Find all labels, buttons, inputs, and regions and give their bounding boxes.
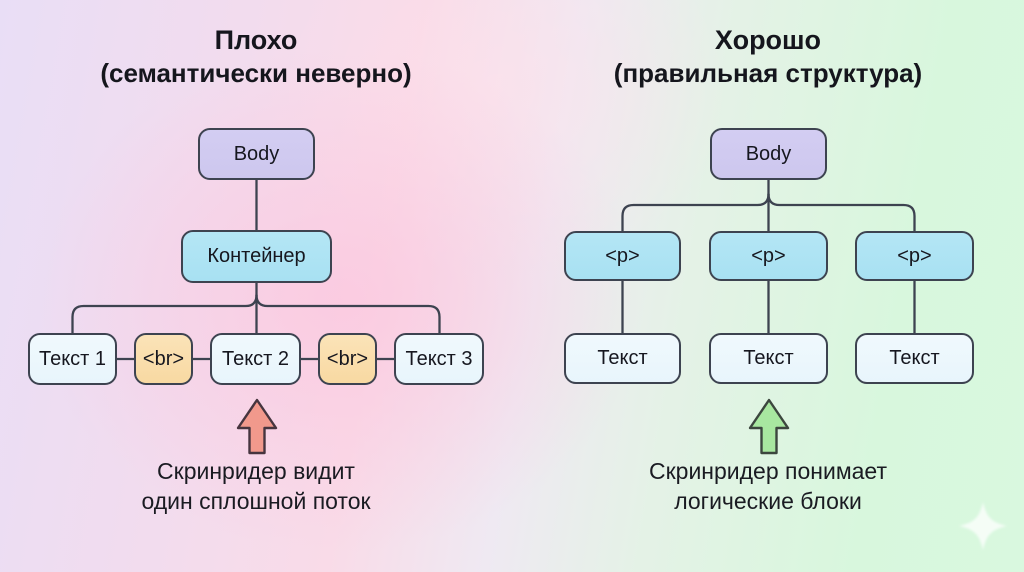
node-container: Контейнер [181, 230, 332, 283]
node-body-good: Body [710, 128, 827, 180]
bad-arrow-up-icon [236, 398, 278, 455]
bad-panel-title-block: Плохо (семантически неверно) [0, 24, 512, 90]
bad-caption-line-1: Скринридер видит [157, 458, 355, 484]
node-p-3: <p> [855, 231, 974, 281]
bad-caption: Скринридер видит один сплошной поток [0, 456, 512, 516]
node-text-2: Текст 2 [210, 333, 301, 385]
node-text-good-3: Текст [855, 333, 974, 384]
bad-panel-title: Плохо [214, 25, 298, 55]
node-text-good-1: Текст [564, 333, 681, 384]
good-panel-title-block: Хорошо (правильная структура) [512, 24, 1024, 90]
node-br-1: <br> [134, 333, 193, 385]
node-text-3: Текст 3 [394, 333, 484, 385]
node-body-bad: Body [198, 128, 315, 180]
node-text-1: Текст 1 [28, 333, 117, 385]
bad-panel-subtitle: (семантически неверно) [100, 58, 412, 88]
node-p-1: <p> [564, 231, 681, 281]
node-p-2: <p> [709, 231, 828, 281]
node-text-good-2: Текст [709, 333, 828, 384]
good-panel-subtitle: (правильная структура) [613, 58, 923, 88]
node-br-2: <br> [318, 333, 377, 385]
good-caption-line-2: логические блоки [674, 488, 862, 514]
good-arrow-up-icon [748, 398, 790, 455]
good-panel-title: Хорошо [714, 25, 822, 55]
sparkle-icon [959, 502, 1007, 550]
good-caption-line-1: Скринридер понимает [648, 458, 887, 484]
good-caption: Скринридер понимает логические блоки [512, 456, 1024, 516]
bad-caption-line-2: один сплошной поток [141, 488, 371, 514]
